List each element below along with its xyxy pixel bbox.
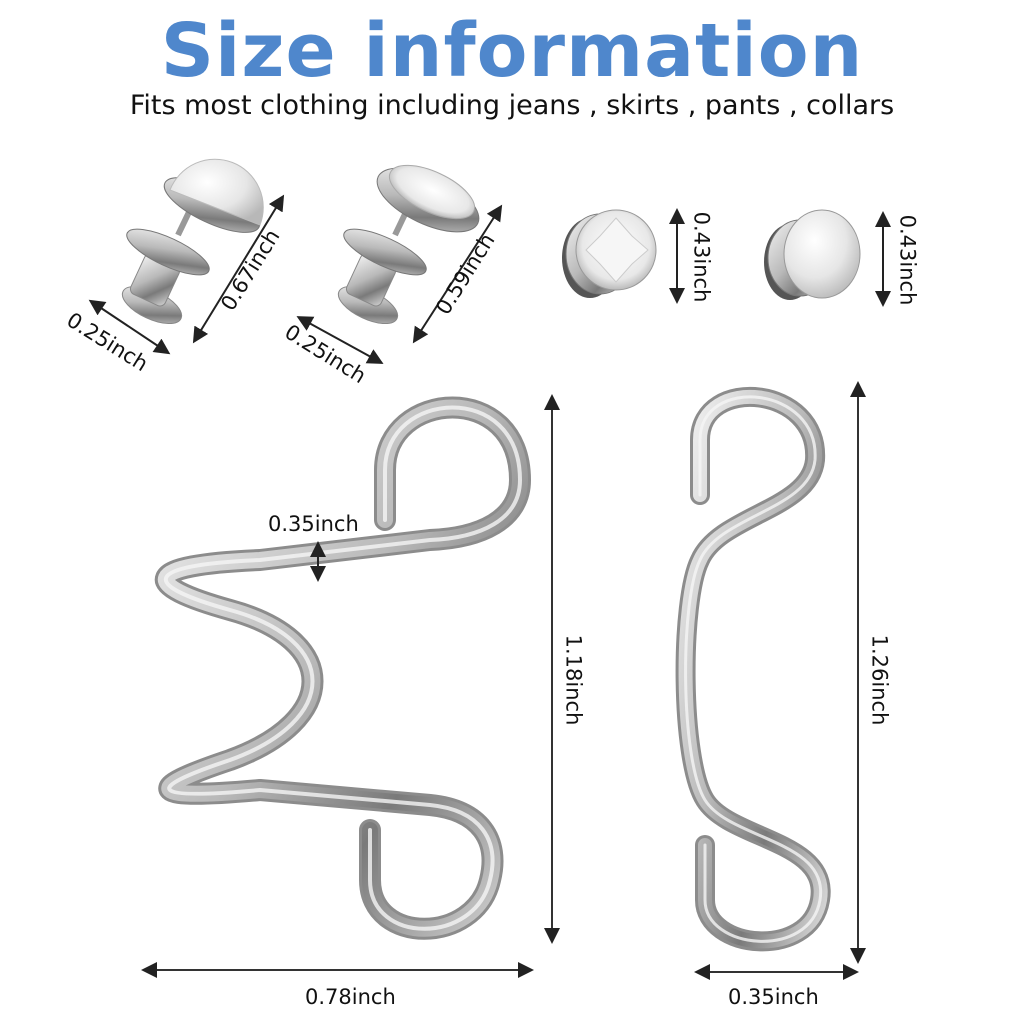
crystal-button-cap: [562, 209, 657, 298]
cap1-height-label: 0.43inch: [689, 211, 714, 303]
s-hook: [675, 387, 831, 952]
hook-height-label: 1.18inch: [561, 634, 586, 726]
hook-width-label: 0.78inch: [305, 985, 396, 1009]
page-title: Size information: [160, 8, 864, 94]
pearl-pin-button: [121, 158, 264, 325]
s-hook-height-label: 1.26inch: [867, 634, 892, 726]
crystal-pin-button: [337, 164, 480, 325]
hook-wire-label: 0.35inch: [268, 512, 359, 536]
pearl-button-cap: [764, 209, 861, 300]
page-subtitle: Fits most clothing including jeans , ski…: [129, 90, 895, 121]
cap2-height-label: 0.43inch: [895, 214, 920, 306]
s-hook-width-label: 0.35inch: [728, 985, 819, 1009]
double-waist-hook: [155, 396, 531, 940]
